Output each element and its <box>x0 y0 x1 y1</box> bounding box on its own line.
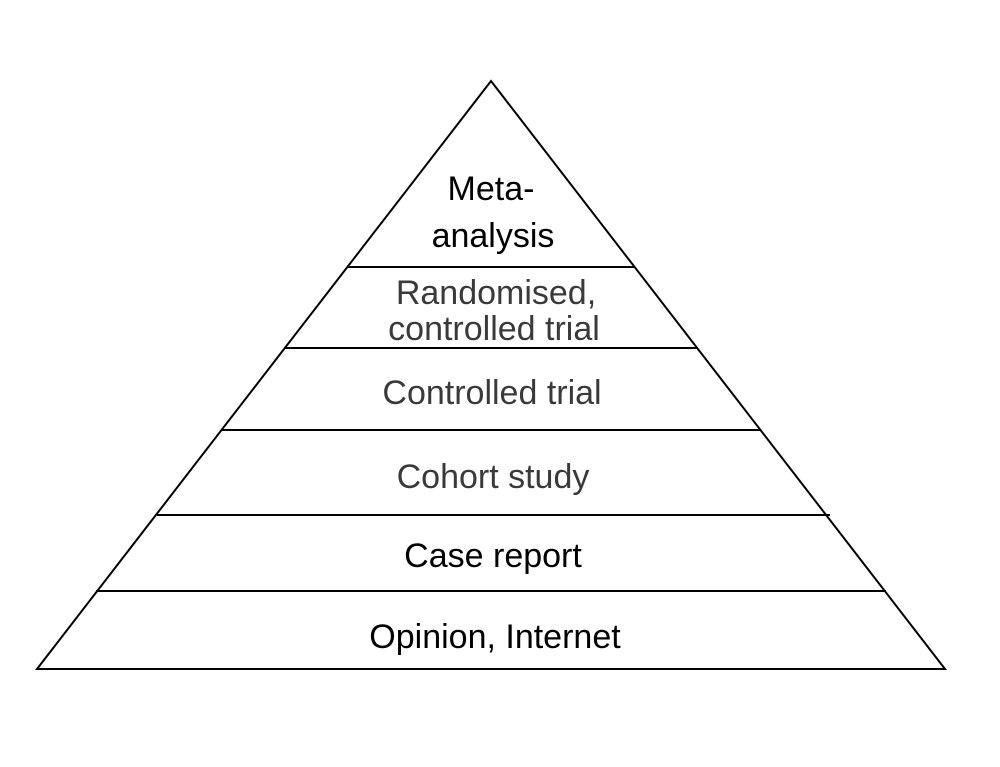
tier-meta-analysis-line-2: analysis <box>432 217 555 255</box>
pyramid-outline <box>34 79 948 670</box>
tier-rct-line-1: Randomised, <box>396 274 596 312</box>
tier-opinion-internet: Opinion, Internet <box>369 618 621 656</box>
tier-rct-line-2: controlled trial <box>388 310 600 348</box>
tier-case-report: Case report <box>404 537 582 575</box>
tier-cohort-study: Cohort study <box>397 458 590 496</box>
tier-controlled-trial: Controlled trial <box>382 374 601 412</box>
tier-meta-analysis-line-1: Meta- <box>448 170 535 208</box>
